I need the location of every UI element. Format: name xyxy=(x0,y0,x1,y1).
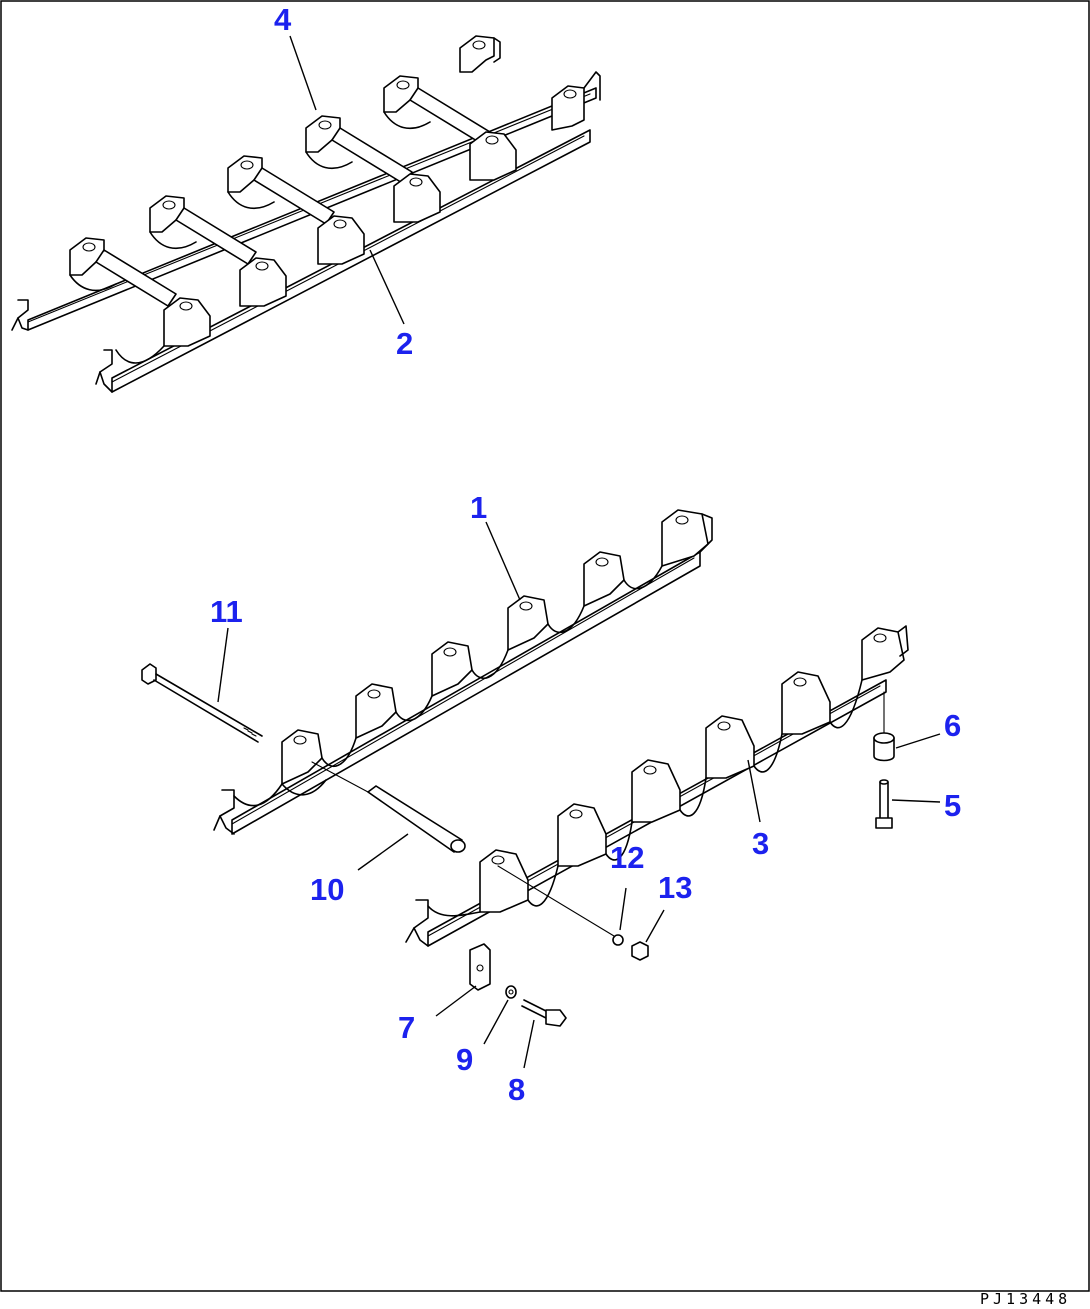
part-10-pin xyxy=(311,761,466,853)
callout-4: 4 xyxy=(274,2,292,37)
leader-8 xyxy=(523,1019,535,1069)
callout-1: 1 xyxy=(470,490,487,525)
leader-5 xyxy=(891,799,941,803)
drawing-id: PJ13448 xyxy=(980,1290,1071,1308)
callout-labels: 4 2 1 11 6 5 3 12 13 10 7 9 8 xyxy=(210,2,961,1107)
cross-pins xyxy=(95,87,491,307)
callout-10: 10 xyxy=(310,872,344,907)
part-8-bolt xyxy=(521,999,567,1027)
callout-11: 11 xyxy=(210,594,243,629)
part-5-bolt xyxy=(875,779,893,829)
part-7-plate xyxy=(469,943,491,991)
callout-7: 7 xyxy=(398,1010,415,1045)
callout-12: 12 xyxy=(610,840,644,875)
part-11-long-bolt xyxy=(141,663,263,743)
leader-12 xyxy=(619,887,627,931)
leader-1 xyxy=(485,521,521,601)
assembled-guard-view xyxy=(11,35,601,393)
part-3-rail xyxy=(405,625,909,947)
callout-6: 6 xyxy=(944,708,961,743)
back-rail xyxy=(11,35,597,331)
callout-8: 8 xyxy=(508,1072,525,1107)
leader-9 xyxy=(483,999,509,1045)
part-6-collar xyxy=(873,691,895,762)
callout-5: 5 xyxy=(944,788,961,823)
leader-11 xyxy=(217,627,229,703)
callout-2: 2 xyxy=(396,326,413,361)
part-13-nut xyxy=(631,941,649,961)
front-rail xyxy=(95,71,601,393)
callout-3: 3 xyxy=(752,826,769,861)
part-12-lock-washer xyxy=(497,865,624,946)
part-1-rail xyxy=(213,509,713,835)
leader-3 xyxy=(747,759,761,823)
leader-6 xyxy=(895,733,941,749)
leader-7 xyxy=(435,985,477,1017)
callout-13: 13 xyxy=(658,870,692,905)
callout-9: 9 xyxy=(456,1042,473,1077)
leader-13 xyxy=(645,909,665,943)
leader-2 xyxy=(369,249,405,325)
part-9-washer xyxy=(505,985,517,999)
leader-10 xyxy=(357,833,409,871)
leader-4 xyxy=(289,35,317,111)
leader-lines xyxy=(217,35,941,1069)
